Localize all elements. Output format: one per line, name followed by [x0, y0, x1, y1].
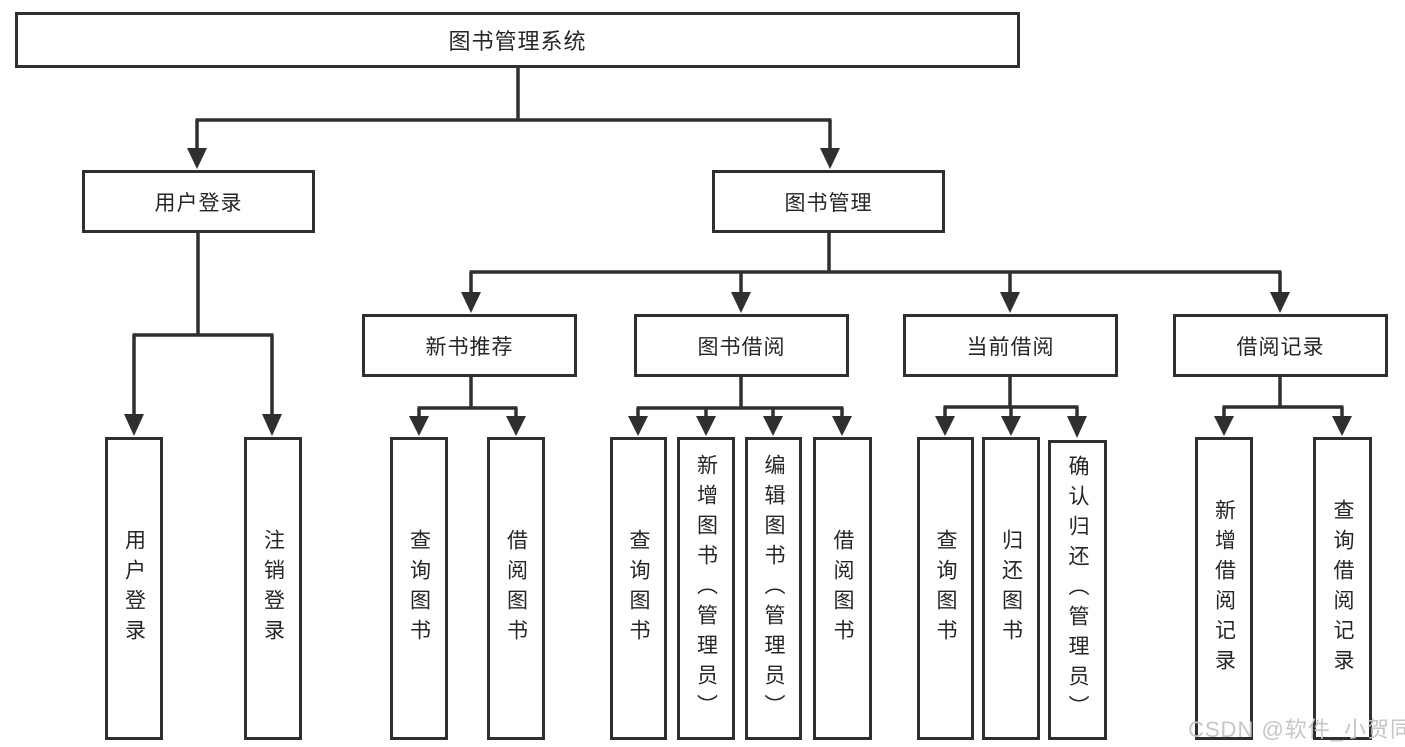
node-current-borrow: 当前借阅 — [903, 314, 1118, 377]
leaf-query-books-1: 查询图书 — [390, 437, 448, 740]
connector-book-management — [461, 233, 1290, 313]
node-new-book-rec: 新书推荐 — [362, 314, 577, 377]
leaf-user-login: 用户登录 — [105, 437, 163, 740]
node-borrow-records-label: 借阅记录 — [1236, 335, 1325, 359]
node-user-login-label: 用户登录 — [154, 191, 243, 215]
node-book-management: 图书管理 — [712, 170, 945, 233]
leaf-query-books-3: 查询图书 — [917, 437, 974, 740]
connector-user-login — [124, 233, 282, 436]
leaf-logout: 注销登录 — [244, 437, 302, 740]
leaf-borrow-books-1: 借阅图书 — [487, 437, 545, 740]
leaf-query-books-2: 查询图书 — [610, 437, 667, 740]
leaf-confirm-return-admin: 确认归还（管理员） — [1048, 440, 1107, 740]
node-book-management-label: 图书管理 — [784, 191, 873, 215]
connector-root — [187, 68, 840, 169]
connector-book-borrow — [628, 377, 852, 436]
connector-new-book-rec — [409, 377, 526, 436]
node-new-book-rec-label: 新书推荐 — [425, 335, 514, 359]
leaf-borrow-books-2: 借阅图书 — [813, 437, 872, 740]
node-root-label: 图书管理系统 — [448, 29, 587, 54]
leaf-add-borrow-record: 新增借阅记录 — [1195, 437, 1253, 740]
node-current-borrow-label: 当前借阅 — [966, 335, 1055, 359]
node-user-login: 用户登录 — [82, 170, 315, 233]
node-book-borrow: 图书借阅 — [634, 314, 849, 377]
node-borrow-records: 借阅记录 — [1173, 314, 1388, 377]
leaf-query-borrow-record: 查询借阅记录 — [1313, 437, 1372, 740]
leaf-add-book-admin: 新增图书（管理员） — [677, 437, 735, 740]
connector-borrow-records — [1214, 377, 1352, 436]
csdn-watermark: CSDN @软件_小贺同学 — [1188, 717, 1405, 742]
leaf-edit-book-admin: 编辑图书（管理员） — [745, 437, 802, 740]
node-root: 图书管理系统 — [15, 12, 1020, 68]
connector-current-borrow — [935, 377, 1087, 438]
leaf-return-book: 归还图书 — [982, 437, 1040, 740]
node-book-borrow-label: 图书借阅 — [697, 335, 786, 359]
